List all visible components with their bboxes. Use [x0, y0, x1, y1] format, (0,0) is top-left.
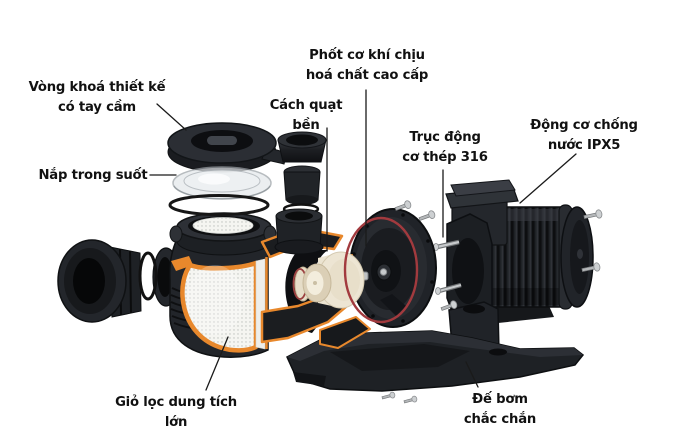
label-impeller: Cách quạt bền	[269, 98, 343, 133]
leader-pump-base	[465, 361, 479, 388]
motor-bolt	[581, 262, 601, 272]
pump-base	[286, 301, 585, 404]
assembly-screw	[418, 210, 436, 221]
leader-motor	[519, 153, 577, 204]
label-transparent-lid: Nắp trong suốt	[38, 168, 148, 183]
impeller	[302, 251, 365, 309]
motor-bracket	[433, 213, 493, 331]
union-fittings-stack	[274, 131, 327, 255]
assembly-screw	[440, 300, 458, 311]
label-filter-basket: Giỏ lọc dung tích lớn	[115, 395, 237, 430]
pump-tank	[152, 212, 277, 358]
label-pump-base: Đế bơm chắc chắn	[463, 392, 537, 427]
transparent-lid	[172, 166, 272, 200]
label-lock-ring: Vòng khoá thiết kế có tay cầm	[28, 80, 166, 115]
assembly-screw	[394, 200, 412, 211]
shaft-stud	[435, 282, 462, 295]
seal-plate	[349, 208, 437, 328]
lock-ring	[167, 122, 287, 173]
base-screw	[381, 391, 396, 400]
motor	[445, 179, 603, 323]
filter-basket-cutaway	[180, 260, 259, 353]
base-screw	[403, 395, 418, 404]
motor-bolt	[583, 209, 603, 219]
leader-filter-basket	[205, 336, 229, 391]
body-o-ring-red	[343, 216, 419, 324]
leader-lock-ring	[156, 103, 187, 131]
shaft-end	[379, 268, 388, 276]
tank-collar	[169, 212, 277, 256]
label-mechanical-seal: Phốt cơ khí chịu hoá chất cao cấp	[305, 48, 429, 83]
lid-o-ring	[168, 194, 270, 216]
label-motor-shaft: Trục động cơ thép 316	[402, 130, 488, 165]
leader-lines	[149, 89, 577, 391]
label-motor: Động cơ chống nước IPX5	[530, 118, 638, 153]
inlet-union	[57, 239, 158, 323]
inlet-o-ring	[138, 251, 158, 301]
